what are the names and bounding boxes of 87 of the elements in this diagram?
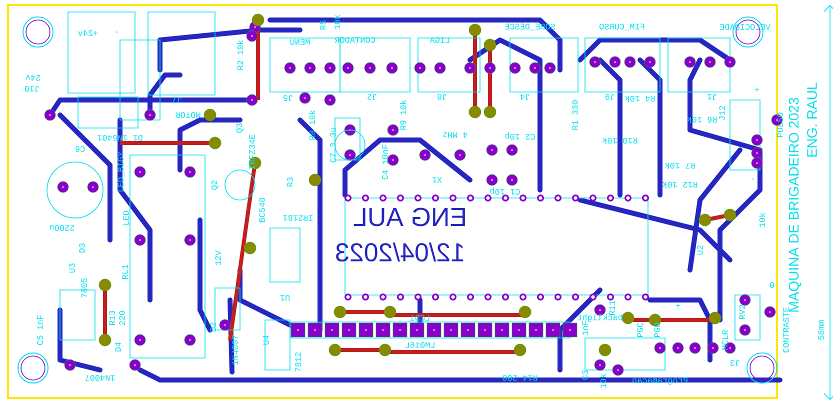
silkscreen-label: C5 1nF bbox=[37, 315, 43, 345]
silkscreen-label: R11 bbox=[609, 300, 615, 315]
silkscreen-label: J4 bbox=[520, 94, 530, 100]
silkscreen-label: FIM_CURSO bbox=[599, 24, 644, 30]
silkscreen-label: Programacao bbox=[632, 377, 688, 385]
silkscreen-label: R14 200 bbox=[502, 375, 538, 381]
silkscreen-label: U4 bbox=[263, 335, 269, 344]
silkscreen-label: LIGA bbox=[430, 37, 450, 43]
silkscreen-label: R2 10k bbox=[236, 40, 244, 70]
silkscreen-label: 58mm bbox=[818, 320, 824, 340]
silkscreen-label: R1 330 bbox=[572, 100, 578, 130]
silkscreen-label: IR2181 bbox=[283, 215, 312, 221]
silkscreen-label: 2200u bbox=[50, 225, 74, 231]
silkscreen-label: PGD bbox=[654, 322, 660, 337]
silkscreen-label: J3 bbox=[730, 360, 740, 366]
silkscreen-label: RV2 bbox=[739, 304, 745, 319]
silkscreen-label: 1nF bbox=[582, 320, 588, 336]
silkscreen-label: 1N4007 bbox=[232, 335, 238, 365]
silkscreen-label: D3 bbox=[79, 243, 85, 252]
silkscreen-label: J10 bbox=[24, 86, 39, 92]
silkscreen-label: MENU bbox=[290, 39, 310, 45]
silkscreen-label: 24v bbox=[26, 75, 40, 81]
silkscreen-label: U2 bbox=[697, 246, 703, 254]
silkscreen-label: R13 bbox=[109, 310, 115, 325]
silkscreen-label: 220 bbox=[119, 310, 125, 326]
silkscreen-label: U3 bbox=[69, 263, 75, 272]
silkscreen-label: 12/04/2023 bbox=[336, 242, 464, 262]
silkscreen-label: C3 bbox=[582, 370, 588, 380]
silkscreen-label: Q3 bbox=[236, 123, 244, 133]
silkscreen-label: J7 bbox=[172, 97, 182, 103]
silkscreen-label: - bbox=[752, 178, 754, 180]
silkscreen-label: J8 bbox=[437, 94, 446, 100]
silkscreen-label: J9 bbox=[605, 94, 614, 100]
silkscreen-label: 0 bbox=[770, 282, 774, 288]
silkscreen-label: U1 bbox=[280, 295, 290, 301]
silkscreen-label: CONTADOR bbox=[334, 37, 375, 43]
silkscreen-label: R6 10k bbox=[687, 116, 717, 124]
silkscreen-label: +24v bbox=[78, 30, 98, 36]
silkscreen-label: PULSO bbox=[777, 112, 783, 138]
silkscreen-label: J5 bbox=[283, 95, 292, 101]
silkscreen-label: J12 bbox=[719, 106, 725, 120]
silkscreen-label: 4 MHz bbox=[442, 132, 468, 138]
silkscreen-label: 10k bbox=[758, 212, 766, 228]
silkscreen-label: R7 10k bbox=[665, 162, 695, 170]
silkscreen-label: VELOCIDADE bbox=[720, 24, 770, 30]
silkscreen-label: 10k bbox=[600, 374, 606, 388]
silkscreen-label: CONTRASTE bbox=[783, 308, 789, 352]
silkscreen-label: Q2 bbox=[211, 180, 219, 190]
silkscreen-label: LED_BIGY bbox=[118, 152, 124, 192]
silkscreen-label: R8 10k bbox=[308, 110, 316, 140]
silkscreen-label: R10 10k bbox=[602, 138, 638, 144]
silkscreen-label: MAQUINA DE BRIGADEIRO 2023 bbox=[788, 98, 802, 312]
silkscreen-label: J2 bbox=[368, 94, 376, 100]
silkscreen-label: R3 bbox=[287, 177, 293, 186]
silkscreen-label: R4 10k bbox=[625, 96, 655, 102]
silkscreen-label: J1 bbox=[707, 94, 716, 100]
silkscreen-label: D4 bbox=[115, 342, 121, 352]
silkscreen-label: ENG. RAUL bbox=[807, 82, 817, 157]
silkscreen-label: R9 10k bbox=[400, 100, 406, 130]
silkscreen-label: D1 1N5401 bbox=[97, 135, 142, 141]
silkscreen-label: 1N4007 bbox=[85, 375, 115, 381]
silkscreen-label: X1 bbox=[432, 177, 442, 183]
silkscreen-label: LCD1 bbox=[410, 315, 430, 321]
silkscreen-label: SOBE_DESCE bbox=[504, 24, 556, 30]
silkscreen-label: RL1 bbox=[122, 264, 128, 279]
silkscreen-label: 7812 bbox=[295, 352, 301, 372]
silkscreen-label: + bbox=[754, 88, 760, 92]
silkscreen-label: backlight bbox=[578, 314, 622, 322]
silkscreen-label: PGC bbox=[637, 322, 643, 337]
silkscreen-label: IRFZ34E bbox=[249, 134, 255, 170]
silkscreen-label: C2 10p bbox=[505, 132, 535, 140]
silkscreen-label: MCLR bbox=[722, 330, 728, 350]
silkscreen-label: D2 bbox=[210, 322, 216, 332]
silkscreen-label: 7805 bbox=[81, 278, 87, 298]
silkscreen-label: LM016L bbox=[405, 342, 434, 348]
silkscreen-label: 10k bbox=[334, 14, 340, 30]
silkscreen-label: C6 bbox=[75, 146, 85, 152]
silkscreen-label: LED bbox=[123, 210, 129, 225]
silkscreen-label: R5 bbox=[320, 20, 326, 30]
silkscreen-label: C4 10nF bbox=[382, 144, 388, 180]
silkscreen-label: ENG AUL bbox=[354, 208, 465, 226]
silkscreen-label: R12 10k bbox=[662, 182, 698, 188]
silkscreen-label: C1 10p bbox=[490, 187, 520, 195]
silkscreen-label: BC548 bbox=[259, 198, 265, 222]
silkscreen-label: + bbox=[676, 304, 680, 308]
silkscreen-label: 12V bbox=[215, 250, 221, 266]
silkscreen-label: MOTOR bbox=[175, 112, 200, 118]
